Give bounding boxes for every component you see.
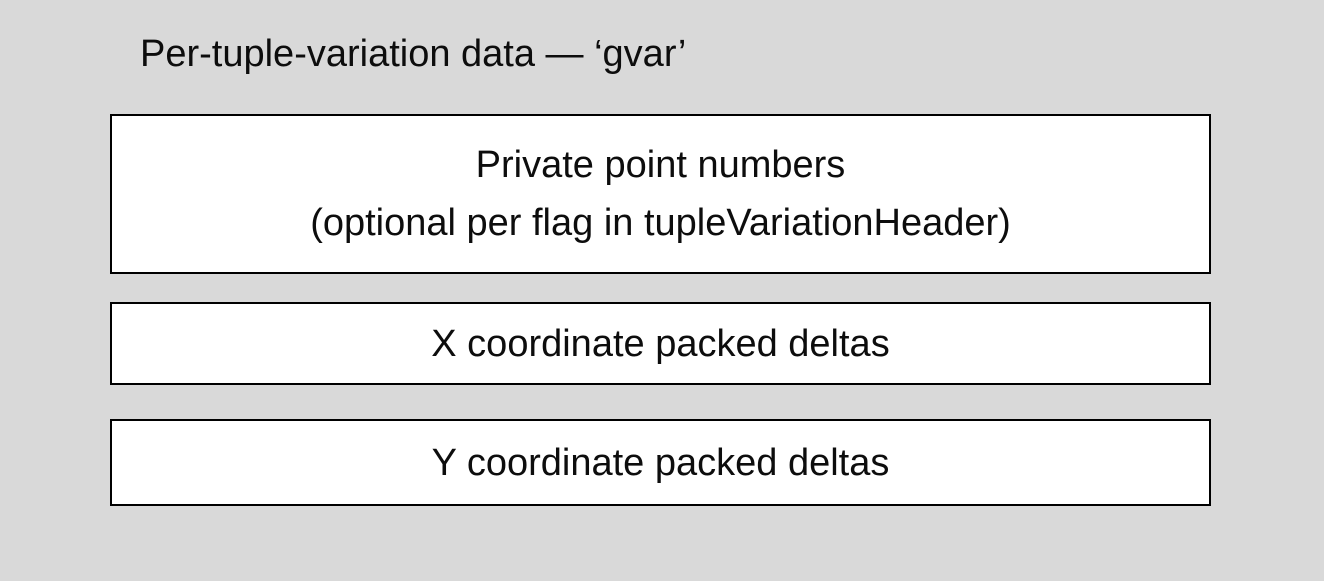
box-text-line: X coordinate packed deltas <box>431 322 890 365</box>
diagram-title: Per-tuple-variation data — ‘gvar’ <box>140 33 687 75</box>
box-text-line: Private point numbers <box>475 144 846 186</box>
box-text-line: (optional per flag in tupleVariationHead… <box>310 202 1011 244</box>
box-text-line: Y coordinate packed deltas <box>431 441 890 484</box>
box-y-coordinate-packed-deltas: Y coordinate packed deltas <box>110 419 1211 506</box>
box-x-coordinate-packed-deltas: X coordinate packed deltas <box>110 302 1211 385</box>
box-private-point-numbers: Private point numbers (optional per flag… <box>110 114 1211 274</box>
